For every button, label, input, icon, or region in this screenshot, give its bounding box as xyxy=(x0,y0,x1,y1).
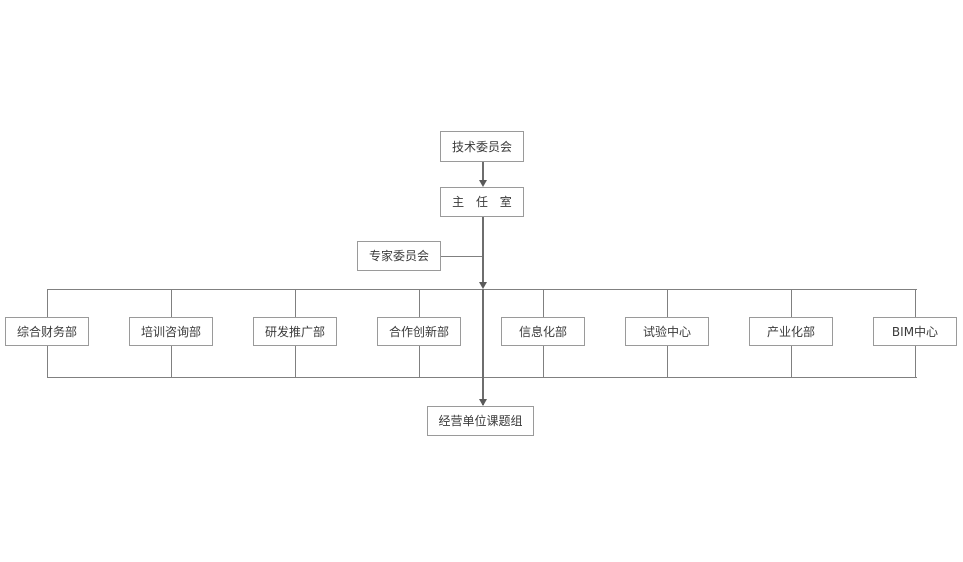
drop-upper-dept-2 xyxy=(171,289,172,317)
connector-bus-to-project-team xyxy=(482,289,484,405)
drop-lower-dept-4 xyxy=(419,346,420,378)
drop-lower-dept-6 xyxy=(667,346,668,378)
connector-committee-to-director xyxy=(482,162,484,182)
node-department-4: 合作创新部 xyxy=(377,317,461,346)
drop-upper-dept-5 xyxy=(543,289,544,317)
drop-upper-dept-1 xyxy=(47,289,48,317)
node-technical-committee: 技术委员会 xyxy=(440,131,524,162)
node-department-8: BIM中心 xyxy=(873,317,957,346)
drop-upper-dept-7 xyxy=(791,289,792,317)
drop-upper-dept-4 xyxy=(419,289,420,317)
node-department-2: 培训咨询部 xyxy=(129,317,213,346)
node-expert-committee: 专家委员会 xyxy=(357,241,441,271)
arrowhead-committee-to-director xyxy=(479,180,487,187)
drop-lower-dept-1 xyxy=(47,346,48,378)
drop-lower-dept-2 xyxy=(171,346,172,378)
arrowhead-director-to-bus xyxy=(479,282,487,289)
drop-lower-dept-5 xyxy=(543,346,544,378)
arrowhead-bus-to-project-team xyxy=(479,399,487,406)
drop-lower-dept-8 xyxy=(915,346,916,378)
drop-lower-dept-7 xyxy=(791,346,792,378)
node-department-3: 研发推广部 xyxy=(253,317,337,346)
connector-director-to-bus xyxy=(482,217,484,283)
connector-expert-to-trunk xyxy=(441,256,483,257)
node-department-1: 综合财务部 xyxy=(5,317,89,346)
node-project-team: 经营单位课题组 xyxy=(427,406,534,436)
drop-upper-dept-6 xyxy=(667,289,668,317)
drop-upper-dept-3 xyxy=(295,289,296,317)
node-department-6: 试验中心 xyxy=(625,317,709,346)
node-director-office: 主 任 室 xyxy=(440,187,524,217)
drop-lower-dept-3 xyxy=(295,346,296,378)
drop-upper-dept-8 xyxy=(915,289,916,317)
node-department-7: 产业化部 xyxy=(749,317,833,346)
node-department-5: 信息化部 xyxy=(501,317,585,346)
